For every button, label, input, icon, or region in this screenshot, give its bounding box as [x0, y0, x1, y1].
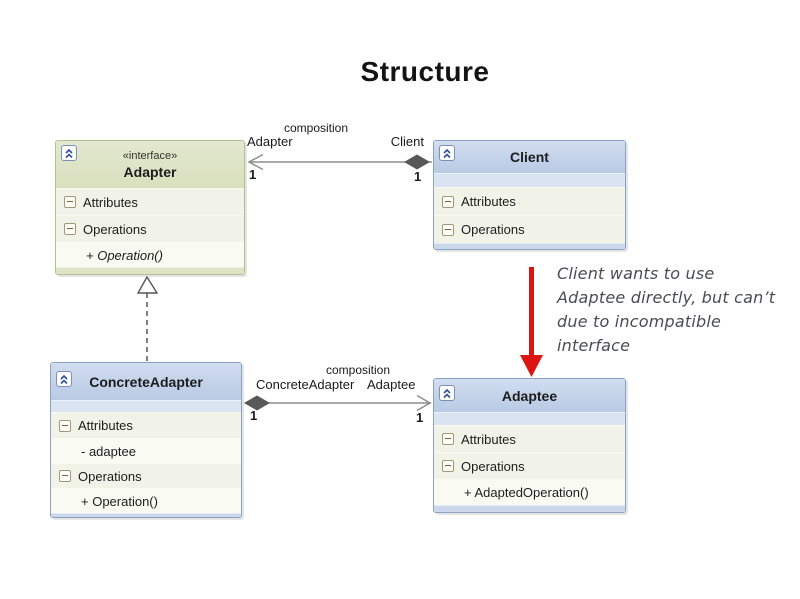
- section-label: Operations: [78, 468, 142, 484]
- annotation-line: due to incompatible: [557, 312, 722, 331]
- member-label: + AdaptedOperation(): [464, 485, 589, 500]
- multiplicity-label: 1: [416, 410, 424, 425]
- collapse-chevron-icon[interactable]: [56, 371, 72, 387]
- header-substrip: [434, 173, 625, 187]
- class-header-adapter: «interface» Adapter: [56, 141, 244, 188]
- multiplicity-label: 1: [249, 167, 257, 182]
- section-row-operations: Operations: [56, 215, 244, 242]
- section-label: Attributes: [461, 431, 516, 447]
- red-arrow-head-icon: [520, 355, 543, 377]
- annotation-note: Client wants to use Adaptee directly, bu…: [557, 262, 800, 358]
- role-label-adaptee: Adaptee: [367, 377, 416, 392]
- collapse-minus-icon[interactable]: [59, 470, 71, 482]
- class-name: Client: [510, 149, 549, 165]
- class-header-adaptee: Adaptee: [434, 379, 625, 412]
- page-title: Structure: [360, 56, 490, 87]
- member-row-attribute: - adaptee: [51, 438, 241, 463]
- multiplicity-label: 1: [250, 408, 258, 423]
- role-label-adapter: Adapter: [247, 134, 293, 149]
- member-label: + Operation(): [86, 247, 163, 263]
- member-label: - adaptee: [81, 443, 136, 459]
- class-box-adapter: «interface» Adapter Attributes Operation…: [55, 140, 245, 275]
- header-substrip: [51, 400, 241, 412]
- section-label: Operations: [83, 221, 147, 237]
- collapse-minus-icon[interactable]: [442, 223, 454, 236]
- class-header-concrete-adapter: ConcreteAdapter: [51, 363, 241, 400]
- class-box-client: Client Attributes Operations: [433, 140, 626, 250]
- collapse-minus-icon[interactable]: [442, 460, 454, 472]
- collapse-minus-icon[interactable]: [64, 223, 76, 235]
- section-label: Attributes: [461, 194, 516, 209]
- box-footer: [434, 243, 625, 249]
- red-arrow-stem: [529, 267, 534, 357]
- role-label-client: Client: [390, 134, 424, 149]
- section-row-operations: Operations: [51, 463, 241, 488]
- collapse-minus-icon[interactable]: [442, 433, 454, 445]
- annotation-line: interface: [557, 336, 631, 355]
- member-row-operation: + AdaptedOperation(): [434, 479, 625, 505]
- member-row-operation: + Operation(): [51, 488, 241, 513]
- section-row-attributes: Attributes: [56, 188, 244, 215]
- class-name: ConcreteAdapter: [89, 373, 203, 390]
- class-header-client: Client: [434, 141, 625, 173]
- open-arrowhead-icon-adaptee: [416, 394, 432, 412]
- section-label: Attributes: [83, 194, 138, 210]
- collapse-minus-icon[interactable]: [64, 196, 76, 208]
- association-label-composition-top: composition: [283, 121, 349, 135]
- box-footer: [434, 505, 625, 512]
- member-label: + Operation(): [81, 493, 158, 509]
- section-label: Operations: [461, 222, 525, 237]
- collapse-chevron-icon[interactable]: [439, 145, 455, 161]
- section-label: Attributes: [78, 418, 133, 433]
- section-label: Operations: [461, 458, 525, 474]
- section-row-attributes: Attributes: [51, 412, 241, 438]
- class-name: Adaptee: [501, 387, 558, 404]
- collapse-chevron-icon[interactable]: [61, 145, 77, 161]
- collapse-minus-icon[interactable]: [442, 195, 454, 208]
- section-row-operations: Operations: [434, 215, 625, 243]
- generalization-triangle-icon: [136, 275, 159, 294]
- collapse-chevron-icon[interactable]: [439, 385, 455, 401]
- association-label-composition-bottom: composition: [325, 363, 391, 377]
- box-footer: [56, 267, 244, 274]
- member-row-operation: + Operation(): [56, 242, 244, 267]
- section-row-attributes: Attributes: [434, 425, 625, 452]
- section-row-operations: Operations: [434, 452, 625, 479]
- multiplicity-label: 1: [414, 169, 422, 184]
- composition-diamond-icon-client: [404, 154, 430, 170]
- collapse-minus-icon[interactable]: [59, 419, 71, 432]
- role-label-concrete-adapter: ConcreteAdapter: [256, 377, 355, 392]
- annotation-line: Adaptee directly, but can’t: [557, 288, 776, 307]
- class-box-concrete-adapter: ConcreteAdapter Attributes - adaptee Ope…: [50, 362, 242, 518]
- box-footer: [51, 513, 241, 517]
- header-substrip: [434, 412, 625, 425]
- stereotype-label: «interface»: [122, 149, 178, 162]
- class-name: Adapter: [123, 163, 177, 180]
- class-box-adaptee: Adaptee Attributes Operations + AdaptedO…: [433, 378, 626, 513]
- section-row-attributes: Attributes: [434, 187, 625, 215]
- annotation-line: Client wants to use: [557, 264, 715, 283]
